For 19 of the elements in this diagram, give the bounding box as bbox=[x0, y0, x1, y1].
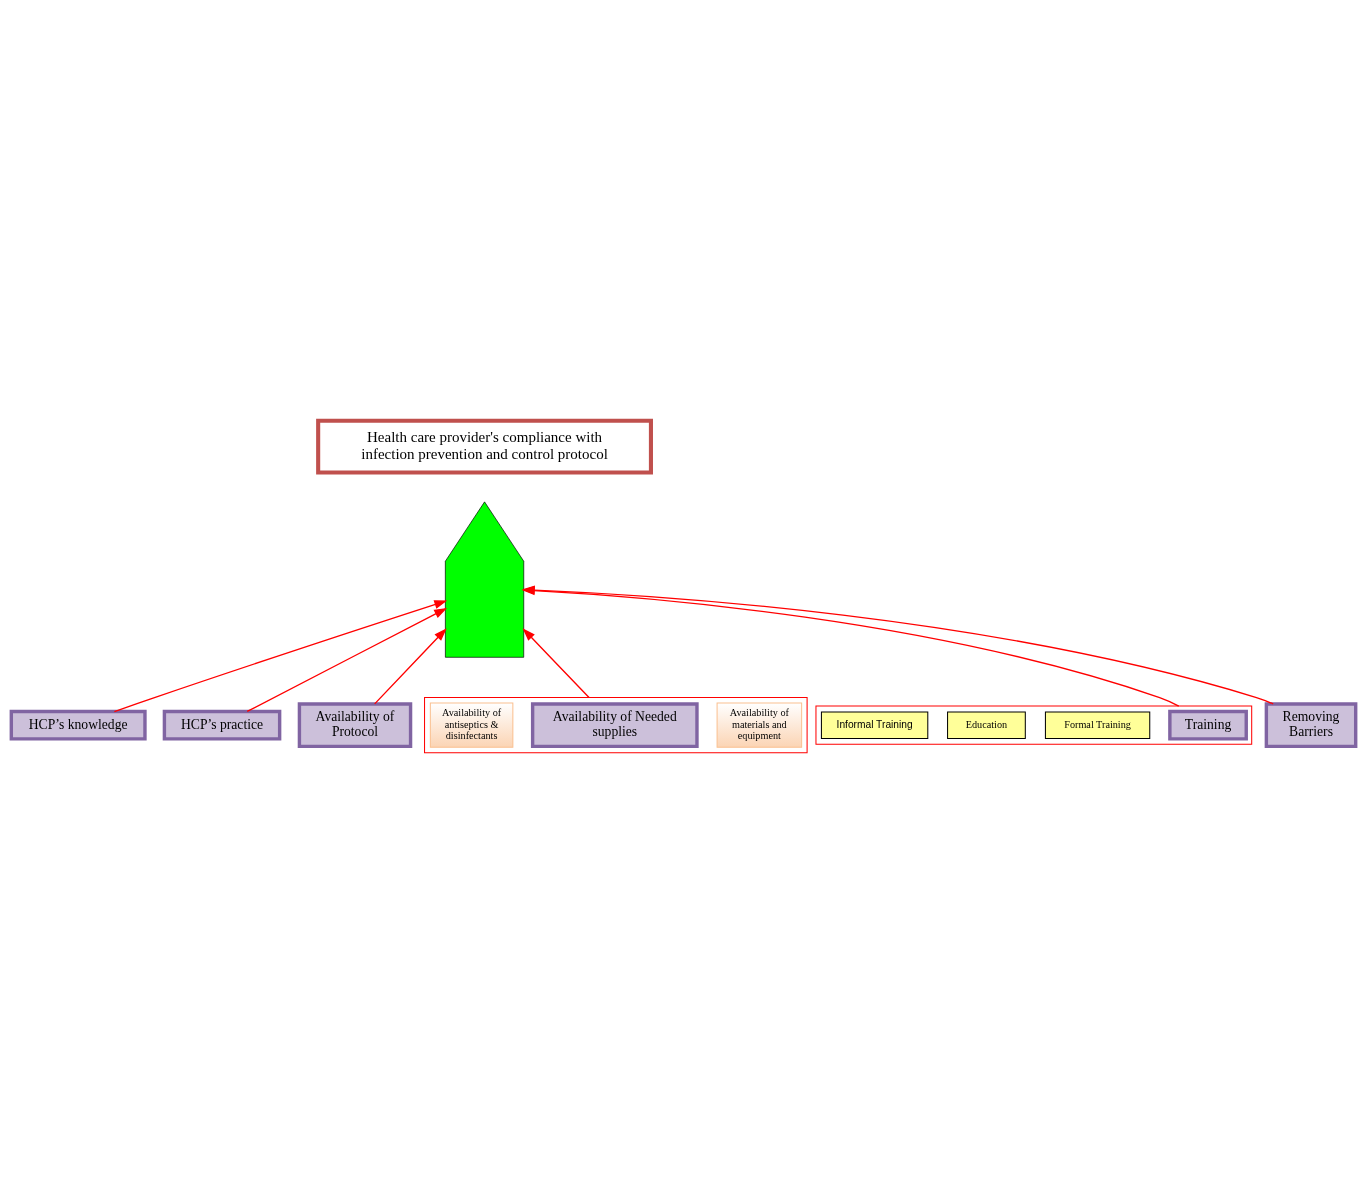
arrow bbox=[374, 627, 447, 705]
arrow bbox=[113, 599, 448, 712]
node-box: Education bbox=[947, 710, 1026, 739]
arrow bbox=[522, 627, 590, 698]
node-box: HCP’s practice bbox=[162, 709, 282, 741]
node-box: Removing Barriers bbox=[1264, 701, 1358, 748]
node-box: Informal Training bbox=[820, 710, 929, 739]
node-box: Availability of Needed supplies bbox=[530, 701, 699, 748]
cluster bbox=[815, 705, 1253, 745]
node-box: Health care provider's compliance with infection prevention and control protocol bbox=[316, 418, 653, 475]
node-box: Availability of Protocol bbox=[297, 701, 413, 748]
node-box: Availability of materials and equipment bbox=[716, 702, 803, 748]
node-box: Formal Training bbox=[1044, 710, 1151, 739]
cluster bbox=[424, 696, 808, 753]
node-box: Availability of antiseptics & disinfectants bbox=[429, 702, 514, 748]
arrow bbox=[246, 607, 448, 712]
node-box: Training bbox=[1168, 709, 1248, 741]
node-arrow bbox=[445, 501, 525, 658]
node-box: HCP’s knowledge bbox=[9, 709, 147, 741]
